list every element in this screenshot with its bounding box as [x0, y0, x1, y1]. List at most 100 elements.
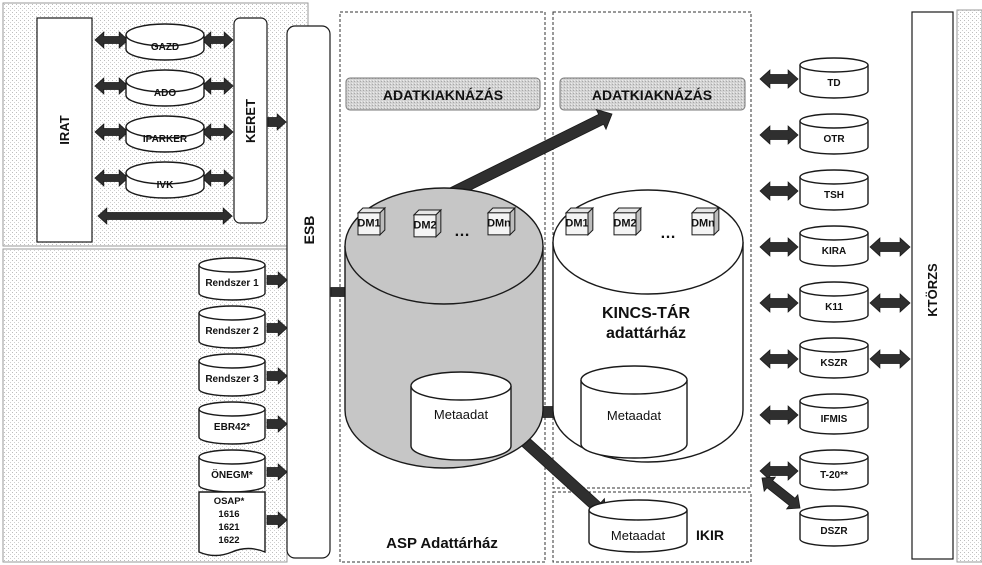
source-arrow-0 — [266, 271, 288, 289]
source-system-label-4: ÖNEGM* — [211, 468, 253, 481]
asp-dmn: DMn — [486, 206, 517, 237]
right-system-5 — [799, 337, 869, 379]
kincs-metaadat-cylinder — [580, 365, 688, 459]
source-system-label-0: Rendszer 1 — [205, 278, 259, 289]
right-arrow-2 — [759, 181, 799, 201]
right-arrow-0 — [759, 69, 799, 89]
kincs-dmn: DMn — [690, 206, 721, 237]
right-system-label-7: T-20** — [820, 470, 848, 481]
right-system-0 — [799, 57, 869, 99]
labels-layer: GAZD ADO IPARKER IVK Rendszer 1 Rendszer 2 Ren… — [143, 42, 849, 546]
source-system-2 — [198, 353, 266, 397]
right-system-label-3: KIRA — [822, 246, 846, 257]
osap-line-3: 1622 — [218, 535, 239, 546]
kincs-dm2: DM2 — [612, 206, 643, 237]
kincs-dm2-label: DM2 — [613, 217, 636, 229]
keret-system-label-3: IVK — [157, 180, 174, 191]
dszr-arrow — [761, 476, 801, 510]
kincs-title-line1: KINCS-TÁR — [602, 303, 690, 322]
ikir-metaadat-label: Metaadat — [611, 528, 666, 543]
source-system-1 — [198, 305, 266, 349]
asp-dm1: DM1 — [356, 206, 387, 237]
source-system-3 — [198, 401, 266, 445]
keret-system-3 — [125, 161, 205, 199]
right-system-label-6: IFMIS — [821, 414, 848, 425]
ikir-label: IKIR — [696, 527, 724, 543]
keret-system-label-0: GAZD — [151, 42, 179, 53]
osap-document — [198, 491, 266, 557]
right-arrow-3 — [759, 237, 799, 257]
kincs-dm1: DM1 — [564, 206, 595, 237]
kincs-dm1-label: DM1 — [565, 217, 588, 229]
asp-ellipsis: … — [454, 223, 470, 240]
ikir-metaadat-cylinder — [588, 499, 688, 553]
kincs-ellipsis: … — [660, 225, 676, 242]
right-system-label-0: TD — [827, 78, 840, 89]
asp-dm2: DM2 — [412, 208, 443, 239]
esb-label: ESB — [301, 216, 317, 245]
right-system-3 — [799, 225, 869, 267]
asp-header-box — [345, 77, 541, 111]
asp-title: ASP Adattárház — [386, 535, 498, 552]
keret-system-label-1: ADO — [154, 88, 176, 99]
ktorzs-box — [911, 11, 954, 560]
right-system-8 — [799, 505, 869, 547]
right-system-label-1: OTR — [823, 134, 845, 145]
kincs-title-line2: adattárház — [606, 325, 686, 342]
shapes-layer: DM1 DM2 DMn DM1 DM2 DMn — [125, 23, 869, 557]
ktorzs-arrow-4 — [869, 293, 911, 313]
keret-system-1 — [125, 69, 205, 107]
keret-system-label-2: IPARKER — [143, 134, 188, 145]
source-system-0 — [198, 257, 266, 301]
keret-esb-arrow — [267, 113, 287, 131]
right-system-7 — [799, 449, 869, 491]
keret-system-2 — [125, 115, 205, 153]
osap-line-1: 1616 — [218, 509, 239, 520]
ktorzs-arrow-5 — [869, 349, 911, 369]
source-system-label-2: Rendszer 3 — [205, 374, 259, 385]
keret-arrow-right-2 — [201, 123, 234, 141]
kincs-dmn-label: DMn — [691, 217, 715, 229]
right-system-6 — [799, 393, 869, 435]
right-system-label-8: DSZR — [820, 526, 848, 537]
keret-system-0 — [125, 23, 205, 61]
source-arrow-1 — [266, 319, 288, 337]
right-arrow-5 — [759, 349, 799, 369]
asp-metaadat-label: Metaadat — [434, 407, 489, 422]
asp-dmn-label: DMn — [487, 217, 511, 229]
right-system-label-4: K11 — [825, 302, 843, 313]
right-system-4 — [799, 281, 869, 323]
kincs-metaadat-label: Metaadat — [607, 408, 662, 423]
right-system-2 — [799, 169, 869, 211]
source-arrow-3 — [266, 415, 288, 433]
irat-box — [36, 17, 93, 243]
right-panel — [956, 9, 982, 563]
osap-line-2: 1621 — [218, 522, 240, 533]
keret-arrow-right-0 — [201, 31, 234, 49]
dm-to-kincs-adatkiaknazas-arrow — [447, 108, 613, 200]
keret-label: KERET — [243, 99, 258, 143]
osap-arrow — [266, 511, 288, 529]
right-arrow-6 — [759, 405, 799, 425]
keret-box — [233, 17, 268, 224]
asp-header: ADATKIAKNÁZÁS — [383, 87, 503, 103]
irat-label: IRAT — [57, 115, 72, 144]
asp-metaadat-cylinder — [410, 371, 512, 461]
keret-arrow-right-1 — [201, 77, 234, 95]
irat-keret-arrow — [97, 207, 233, 225]
keret-arrow-right-3 — [201, 169, 234, 187]
right-arrow-4 — [759, 293, 799, 313]
source-arrow-4 — [266, 463, 288, 481]
right-arrow-7 — [759, 461, 799, 481]
right-system-1 — [799, 113, 869, 155]
source-system-label-1: Rendszer 2 — [205, 326, 259, 337]
right-system-label-5: KSZR — [820, 358, 848, 369]
asp-dm2-label: DM2 — [413, 219, 436, 231]
ktorzs-label: KTÖRZS — [925, 263, 940, 317]
right-arrow-1 — [759, 125, 799, 145]
source-system-label-3: EBR42* — [214, 422, 250, 433]
right-system-label-2: TSH — [824, 190, 844, 201]
kincs-header: ADATKIAKNÁZÁS — [592, 87, 712, 103]
kincs-header-box — [559, 77, 746, 111]
